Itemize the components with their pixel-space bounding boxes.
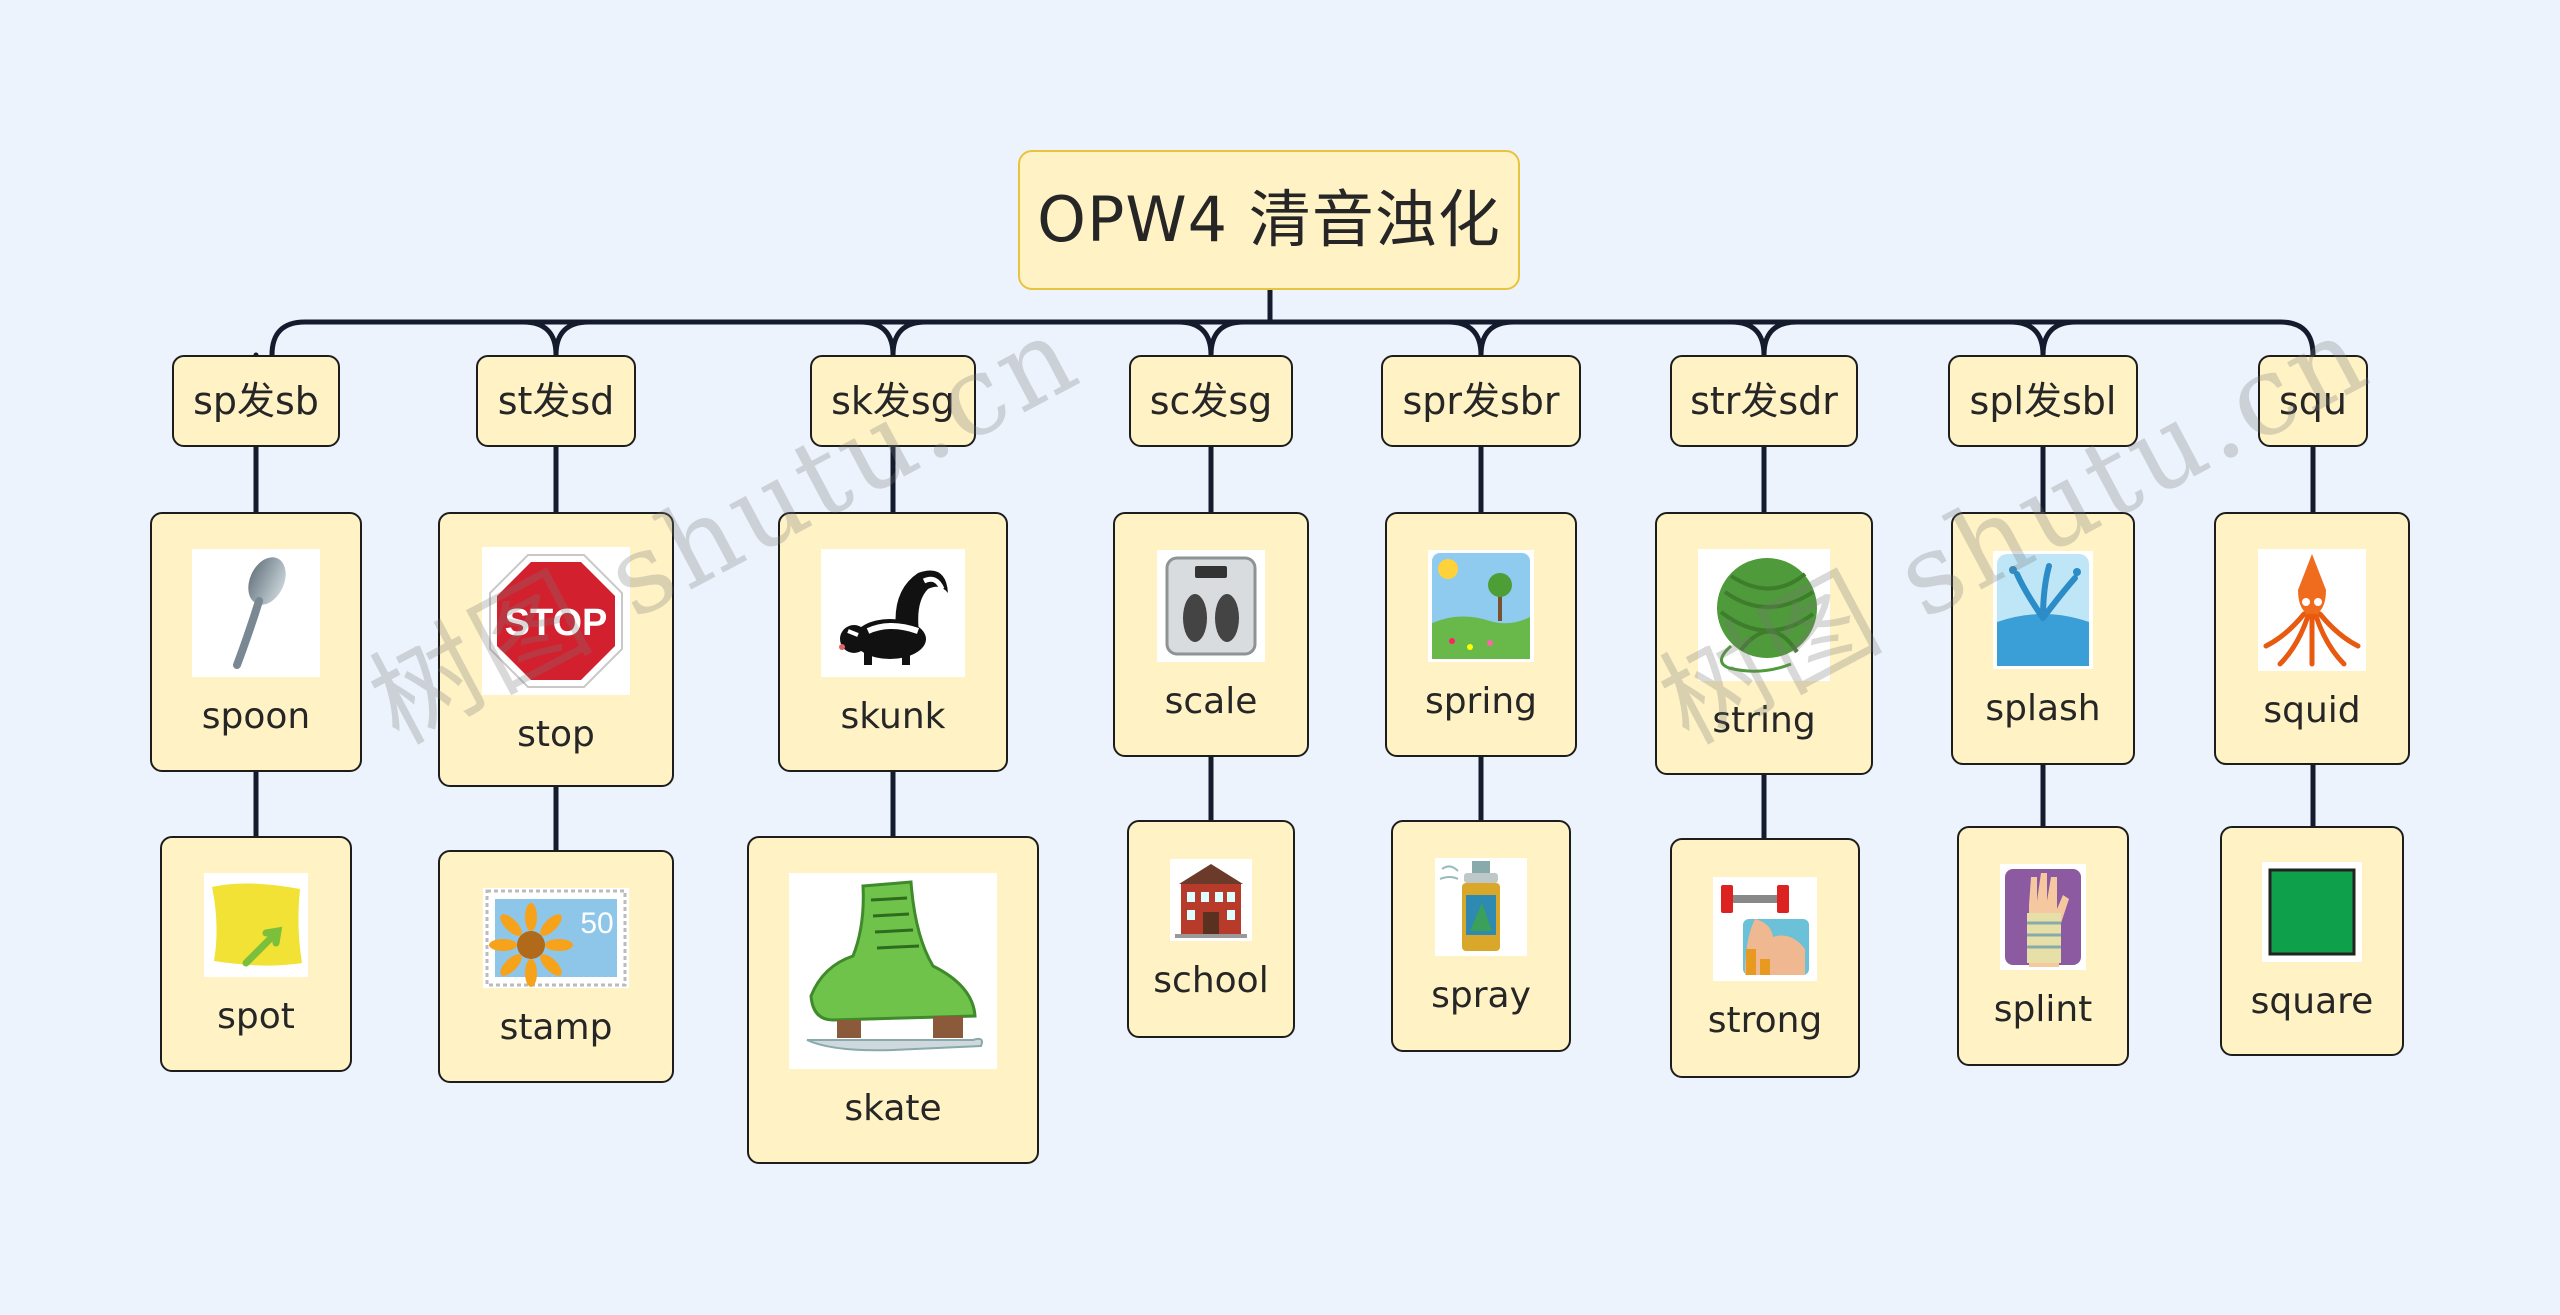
leaf-splash[interactable]: splash bbox=[1951, 512, 2135, 765]
stamp-value: 50 bbox=[580, 907, 613, 940]
leaf-spoon[interactable]: spoon bbox=[150, 512, 362, 772]
root-topic[interactable]: OPW4 清音浊化 bbox=[1018, 150, 1520, 290]
leaf-label: school bbox=[1153, 960, 1269, 1001]
branch-label: spr发sbr bbox=[1402, 379, 1560, 423]
branch-connector-sk2 bbox=[857, 319, 896, 358]
water-splash-icon bbox=[1993, 550, 2093, 669]
branch-connector-spl bbox=[2040, 319, 2079, 358]
dumbbell-arm-icon bbox=[1713, 877, 1817, 981]
leaf-spot[interactable]: spot bbox=[160, 836, 352, 1072]
branch-connector-st2 bbox=[520, 319, 559, 358]
leaf-label: spray bbox=[1431, 975, 1531, 1016]
branch-connector-sk bbox=[890, 319, 929, 358]
branch-sc[interactable]: sc发sg bbox=[1129, 355, 1293, 447]
green-square-icon bbox=[2262, 862, 2362, 962]
leaf-label: strong bbox=[1707, 1000, 1823, 1041]
leaf-label: spring bbox=[1424, 680, 1538, 722]
branch-connector-spr2 bbox=[1445, 319, 1484, 358]
branch-label: sc发sg bbox=[1149, 379, 1273, 423]
branch-sk[interactable]: sk发sg bbox=[810, 355, 976, 447]
leaf-label: stop bbox=[517, 713, 595, 755]
branch-label: st发sd bbox=[497, 379, 615, 423]
branch-st[interactable]: st发sd bbox=[476, 355, 636, 447]
root-title: OPW4 清音浊化 bbox=[1037, 183, 1501, 256]
branch-connector-str2 bbox=[1728, 319, 1767, 358]
spoon-icon bbox=[192, 549, 320, 677]
school-icon bbox=[1170, 859, 1252, 941]
leaf-school[interactable]: school bbox=[1127, 820, 1295, 1038]
branch-connector-sc bbox=[1208, 319, 1247, 358]
trunk-connector bbox=[269, 319, 2316, 358]
branch-spl[interactable]: spl发sbl bbox=[1948, 355, 2138, 447]
stamp-icon: 50 bbox=[483, 887, 629, 988]
leaf-skate[interactable]: skate bbox=[747, 836, 1039, 1164]
spot-icon bbox=[204, 873, 308, 977]
branch-connector-spr bbox=[1478, 319, 1517, 358]
leaf-stamp[interactable]: 50 stamp bbox=[438, 850, 674, 1083]
squid-icon bbox=[2258, 548, 2366, 671]
branch-label: str发sdr bbox=[1690, 379, 1838, 423]
leaf-label: splint bbox=[1993, 989, 2093, 1030]
skunk-icon bbox=[821, 549, 965, 677]
splint-hand-icon bbox=[2000, 864, 2086, 970]
branch-label: sk发sg bbox=[831, 379, 955, 423]
leaf-label: string bbox=[1712, 699, 1816, 741]
leaf-scale[interactable]: scale bbox=[1113, 512, 1309, 757]
leaf-label: skate bbox=[844, 1088, 942, 1129]
leaf-spring[interactable]: spring bbox=[1385, 512, 1577, 757]
leaf-label: spot bbox=[217, 996, 295, 1037]
spray-can-icon bbox=[1435, 858, 1527, 956]
leaf-spray[interactable]: spray bbox=[1391, 820, 1571, 1052]
leaf-string[interactable]: string bbox=[1655, 512, 1873, 775]
ice-skate-icon bbox=[789, 873, 997, 1069]
yarn-ball-icon bbox=[1698, 548, 1830, 681]
leaf-label: scale bbox=[1164, 680, 1258, 722]
leaf-skunk[interactable]: skunk bbox=[778, 512, 1008, 772]
leaf-label: skunk bbox=[840, 696, 946, 737]
leaf-strong[interactable]: strong bbox=[1670, 838, 1860, 1078]
branch-connector-str bbox=[1761, 319, 1800, 358]
leaf-label: square bbox=[2250, 981, 2374, 1022]
spring-landscape-icon bbox=[1428, 549, 1534, 662]
scale-icon bbox=[1157, 549, 1265, 662]
branch-str[interactable]: str发sdr bbox=[1670, 355, 1858, 447]
leaf-label: splash bbox=[1985, 687, 2101, 729]
branch-sp[interactable]: sp发sb bbox=[172, 355, 340, 447]
stop-sign-icon: STOP bbox=[482, 546, 630, 695]
leaf-label: spoon bbox=[201, 696, 311, 737]
stop-sign-text: STOP bbox=[505, 602, 608, 644]
leaf-square[interactable]: square bbox=[2220, 826, 2404, 1056]
leaf-stop[interactable]: STOP stop bbox=[438, 512, 674, 787]
branch-connector-st bbox=[553, 319, 592, 358]
leaf-label: squid bbox=[2263, 689, 2361, 731]
branch-spr[interactable]: spr发sbr bbox=[1381, 355, 1581, 447]
branch-connector-spl2 bbox=[2007, 319, 2046, 358]
leaf-splint[interactable]: splint bbox=[1957, 826, 2129, 1066]
leaf-label: stamp bbox=[499, 1006, 613, 1048]
branch-label: spl发sbl bbox=[1969, 379, 2117, 423]
branch-label: sp发sb bbox=[193, 379, 319, 423]
branch-squ[interactable]: squ bbox=[2258, 355, 2368, 447]
branch-connector-sc2 bbox=[1175, 319, 1214, 358]
branch-label: squ bbox=[2278, 379, 2347, 423]
leaf-squid[interactable]: squid bbox=[2214, 512, 2410, 765]
